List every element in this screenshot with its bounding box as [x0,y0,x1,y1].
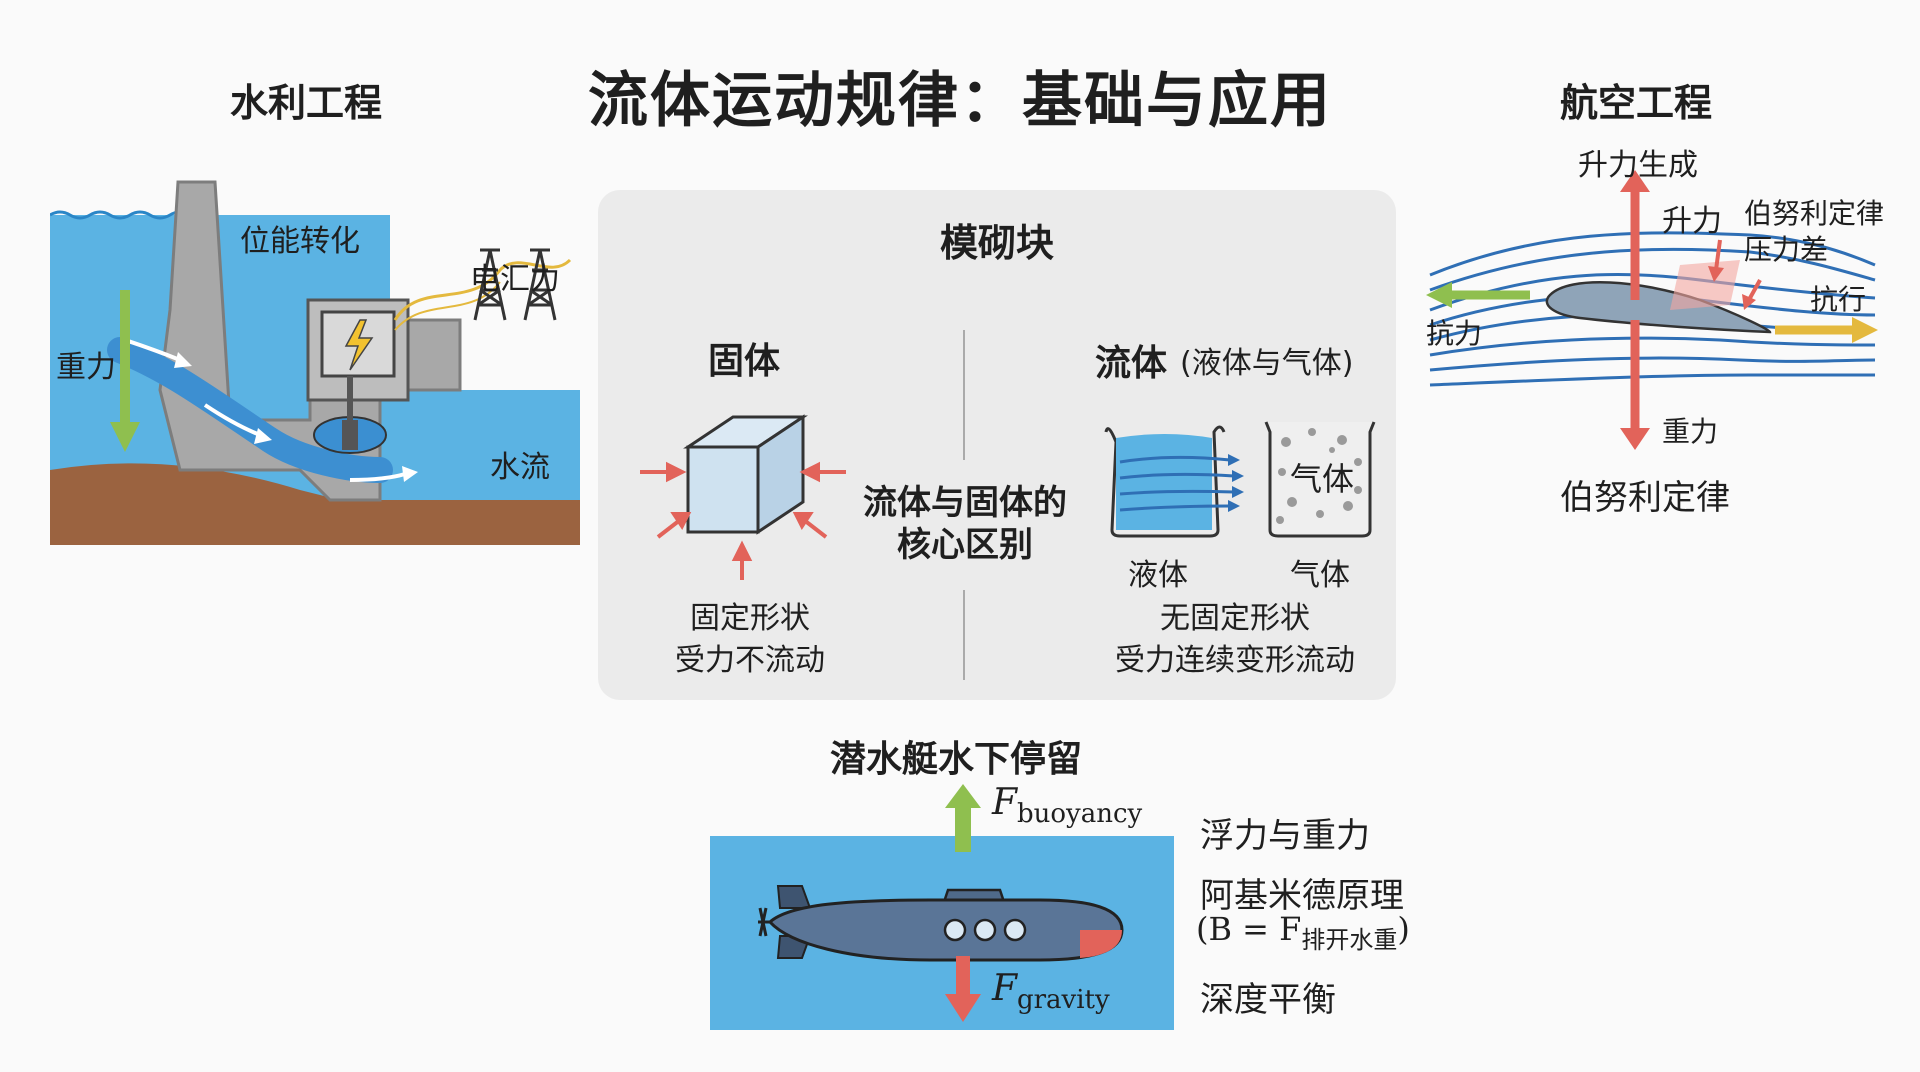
core-difference-line1: 流体与固体的 [863,483,1067,523]
buoyancy-arrow-head [945,784,981,808]
gas-beaker-illustration [1264,421,1376,538]
formula-subscript: 排开水重 [1301,926,1398,954]
buoyancy-f: F [992,782,1017,823]
divider-bottom [963,590,965,680]
buoyancy-subscript: buoyancy [1016,799,1143,829]
airfoil [1545,281,1772,334]
core-difference-line2: 核心区别 [897,525,1033,565]
transmission-tower [473,248,507,321]
liquid-beaker-illustration [1104,425,1244,538]
gas-label: 气体 [1290,558,1350,593]
gravity-f: F [992,968,1017,1009]
gravity-label: 重力 [56,350,116,385]
fluid-desc-2: 受力连续变形流动 [1115,643,1355,678]
airfoil-illustration [1426,170,1878,450]
ground [50,463,580,545]
depth-balance-label: 深度平衡 [1200,980,1336,1020]
propeller-icon [758,907,772,937]
liquid-label: 液体 [1128,558,1188,593]
hydro-title: 水利工程 [230,81,383,125]
submarine-title: 潜水艇水下停留 [830,739,1083,780]
submarine-illustration [710,784,1174,1030]
water-flow-label: 水流 [490,450,550,485]
buoyancy-vs-gravity-label: 浮力与重力 [1200,816,1370,856]
potential-energy-label: 位能转化 [240,224,360,259]
aero-gravity-arrow-head [1620,428,1650,450]
hydro-illustration [50,170,580,545]
solid-title: 固体 [708,341,781,382]
formula-suffix: ) [1397,910,1410,948]
liquid-fill [1116,434,1212,530]
aero-gravity-label: 重力 [1662,415,1719,448]
solid-desc-1: 固定形状 [690,601,810,636]
block-title: 模砌块 [939,221,1054,265]
submarine-nose [1080,930,1122,958]
pressure-diff-label: 压力差 [1744,233,1829,266]
divider-top [963,330,965,460]
archimedes-formula: (B = F排开水重) [1196,910,1410,954]
gravity-formula: Fgravity [992,968,1110,1015]
solid-desc-2: 受力不流动 [675,643,825,678]
fluid-subtitle: (液体与气体) [1180,346,1354,381]
archimedes-label: 阿基米德原理 [1200,876,1404,916]
transmission-tower-2 [523,248,557,321]
page-title: 流体运动规律：基础与应用 [588,66,1332,136]
lift-label: 升力 [1662,204,1722,239]
lift-arrow-head [1620,170,1650,192]
formula-prefix: (B = F [1196,910,1302,948]
sub-gravity-arrow-head [945,994,981,1022]
gas-in-jar-label: 气体 [1290,460,1355,498]
drag-label: 抗力 [1426,317,1483,350]
solid-cube-illustration [640,414,846,580]
bernoulli-note-label: 伯努利定律 [1744,197,1885,230]
aero-title: 航空工程 [1560,81,1713,125]
gravity-subscript: gravity [1016,985,1110,1015]
fluid-title: 流体 [1095,343,1168,384]
thrust-label: 抗行 [1810,283,1867,316]
buoyancy-formula: Fbuoyancy [992,782,1142,829]
drag-arrow-head [1426,282,1452,308]
gravity-arrow-head [110,422,140,452]
bernoulli-label: 伯努利定律 [1560,478,1730,518]
electric-label: 电汇力 [470,262,560,297]
lightning-icon [344,319,374,371]
lift-generation-label: 升力生成 [1578,148,1698,183]
fluid-desc-1: 无固定形状 [1160,601,1310,636]
thrust-arrow-head [1852,317,1878,343]
